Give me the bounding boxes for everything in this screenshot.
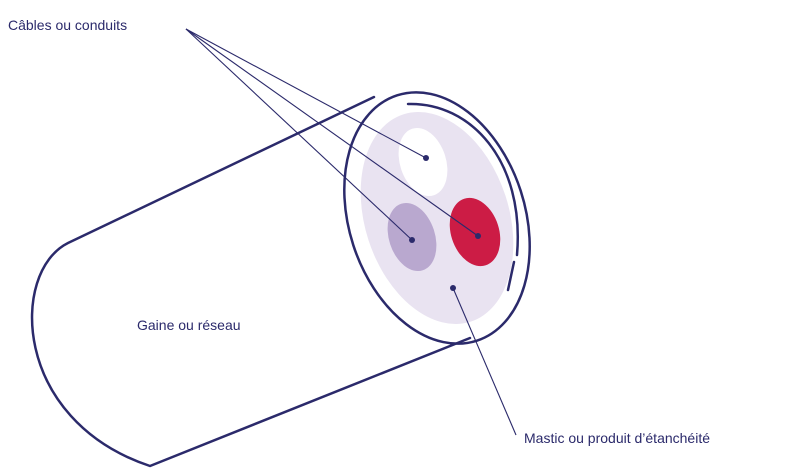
dot-red-cable: [475, 233, 481, 239]
leader-dots: [409, 155, 481, 291]
dot-white-cable: [423, 155, 429, 161]
leader-line-white-cable: [185, 28, 427, 159]
dot-purple-cable: [409, 237, 415, 243]
sealant-fill: [360, 111, 514, 325]
sheath-body: [30, 95, 472, 468]
cables: [387, 127, 501, 272]
sheath-end: [343, 91, 531, 345]
sheath-outline: [30, 95, 472, 468]
sheath-inner-rim-lower: [506, 260, 516, 292]
cable-red: [449, 197, 501, 267]
label-sheath: Gaine ou réseau: [137, 317, 241, 333]
sheath-inner-rim: [406, 102, 520, 257]
leader-line-sealant: [452, 287, 517, 436]
label-cables: Câbles ou conduits: [8, 17, 127, 33]
leader-lines: [185, 28, 517, 436]
cable-white: [398, 127, 448, 197]
leader-line-red-cable: [185, 28, 479, 237]
leader-line-purple-cable: [185, 28, 413, 241]
label-sealant: Mastic ou produit d’étanchéité: [524, 430, 710, 446]
sheath-end-rim: [343, 91, 531, 345]
dot-sealant: [450, 285, 456, 291]
